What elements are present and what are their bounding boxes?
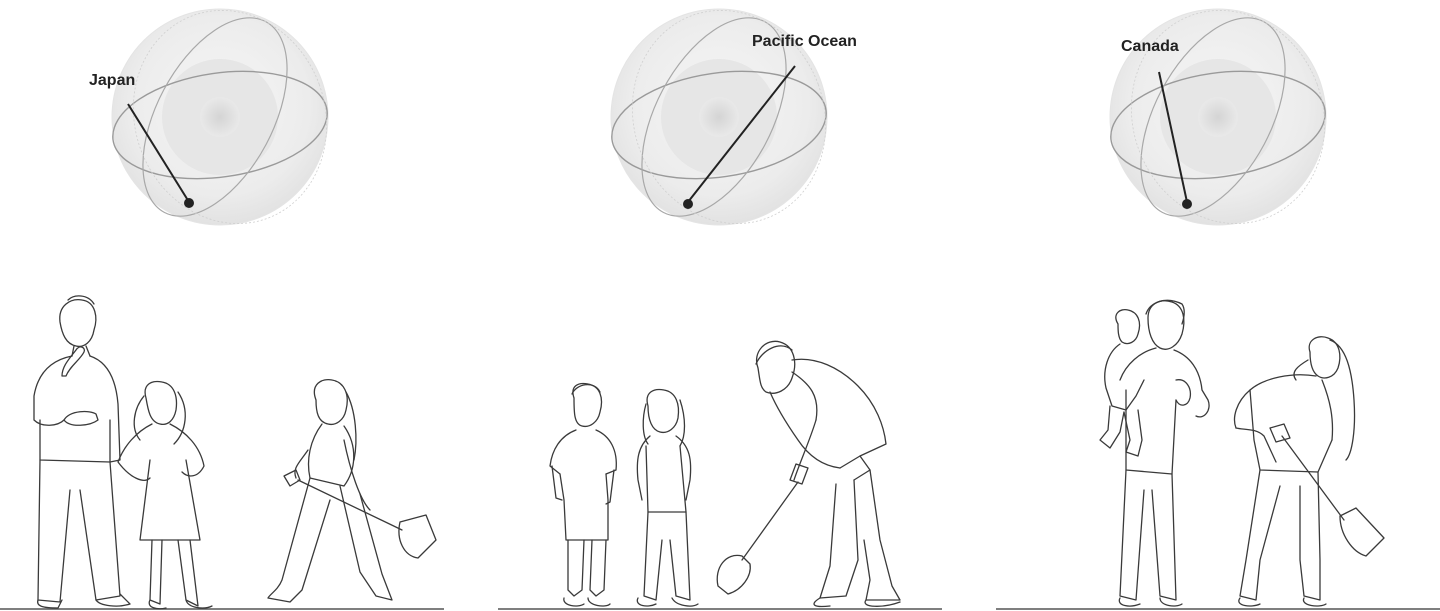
pointer-dot	[184, 198, 194, 208]
pointer-dot	[683, 199, 693, 209]
panel-2-art	[498, 8, 942, 610]
woman-digging-figure	[1233, 336, 1385, 607]
pointer-dot	[1182, 199, 1192, 209]
panel-3-art	[996, 8, 1440, 610]
panel-pacific-ocean: Pacific Ocean	[480, 0, 960, 611]
pointer-line	[1158, 71, 1188, 203]
place-label-pacific-ocean: Pacific Ocean	[752, 33, 857, 50]
panel-canada: Canada	[960, 0, 1440, 611]
girl-standing-figure	[636, 388, 699, 607]
man-holding-child-figure	[1099, 299, 1210, 607]
pointer-line	[127, 103, 190, 203]
place-label-canada: Canada	[1121, 38, 1179, 55]
panel-japan: Japan	[0, 0, 480, 611]
pointer-line	[687, 65, 796, 203]
girl-figure	[117, 380, 213, 610]
panel-1-art	[0, 8, 444, 610]
girl-shovel-figure	[267, 378, 437, 603]
boy-figure	[549, 382, 617, 607]
globe	[111, 8, 329, 226]
globe	[1109, 8, 1327, 226]
man-digging-figure	[716, 340, 901, 608]
place-label-japan: Japan	[89, 72, 136, 89]
man-figure	[33, 295, 131, 609]
globe	[610, 8, 828, 226]
